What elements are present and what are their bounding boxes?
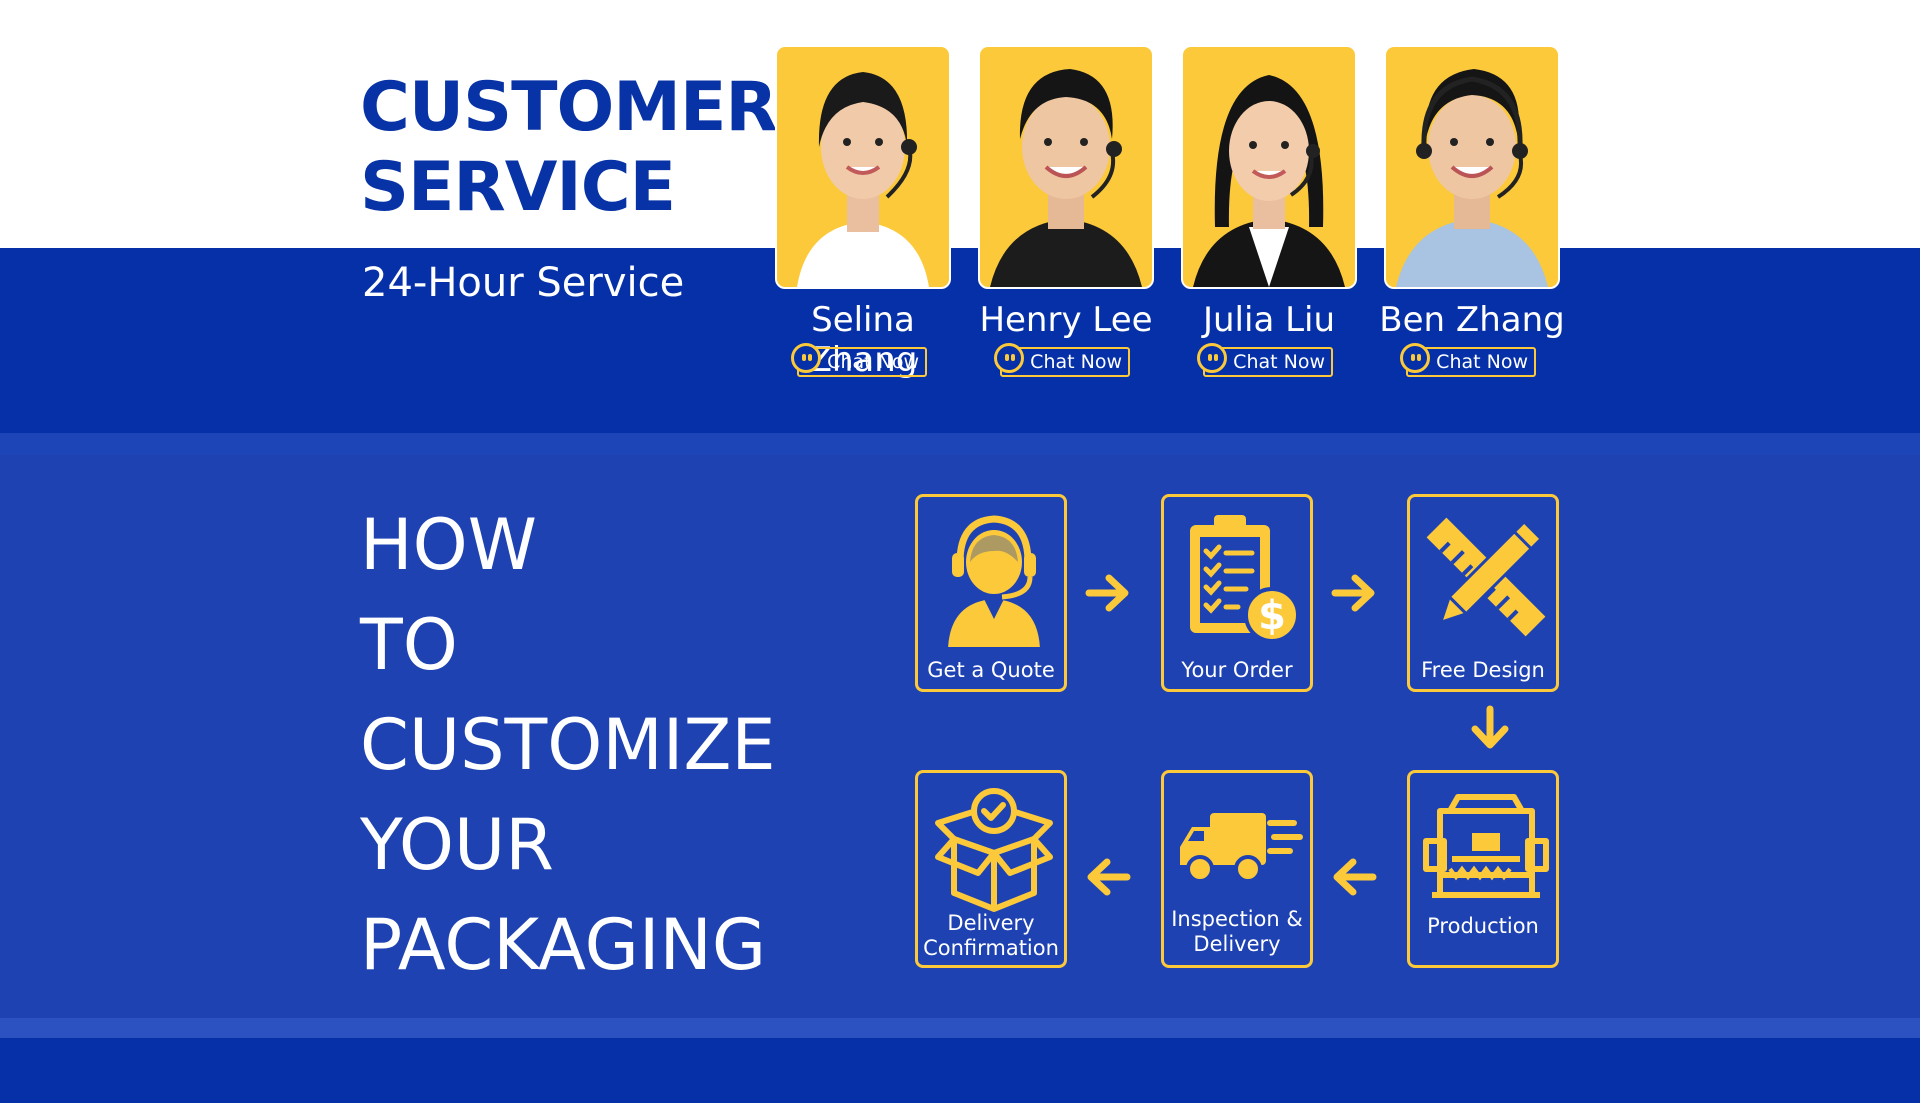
step-label: Free Design — [1421, 658, 1545, 682]
chat-now-button[interactable]: Chat Now — [1197, 343, 1333, 377]
chat-now-label: Chat Now — [1030, 351, 1122, 373]
chat-now-label: Chat Now — [1436, 351, 1528, 373]
arrow-down-icon — [1471, 705, 1509, 749]
chat-now-label: Chat Now — [827, 351, 919, 373]
heading-line: PACKAGING — [360, 904, 767, 986]
heading-line: YOUR — [360, 804, 554, 886]
chat-bubble-icon — [791, 343, 821, 373]
heading-line: TO — [360, 604, 458, 686]
heading-line: CUSTOMIZE — [360, 704, 776, 786]
chat-now-button[interactable]: Chat Now — [1400, 343, 1536, 377]
customer-service-title: CUSTOMER SERVICE — [360, 68, 780, 228]
svg-text:$: $ — [1258, 593, 1286, 639]
step-delivery-confirmation: Delivery Confirmation — [915, 770, 1067, 968]
agent-photo — [1181, 45, 1357, 289]
agent-name: Selina Zhang — [808, 300, 918, 380]
step-inspection-delivery: Inspection & Delivery — [1161, 770, 1313, 968]
step-free-design: Free Design — [1407, 494, 1559, 692]
step-label: Inspection & Delivery — [1164, 907, 1310, 957]
agent-name: Ben Zhang — [1379, 300, 1565, 340]
clipboard-dollar-icon: $ — [1190, 515, 1300, 643]
box-check-icon — [935, 788, 1053, 912]
chat-now-label: Chat Now — [1233, 351, 1325, 373]
chat-bubble-icon — [1197, 343, 1227, 373]
customer-service-band — [0, 248, 1920, 433]
chat-now-button[interactable]: Chat Now — [994, 343, 1130, 377]
step-label-line: Delivery — [947, 911, 1035, 935]
agent-card-henry: Henry Lee Chat Now — [978, 45, 1154, 377]
pencil-ruler-icon — [1426, 517, 1546, 637]
title-line-1: CUSTOMER — [360, 68, 778, 147]
step-label-line: Inspection & — [1171, 907, 1303, 931]
agent-photo — [978, 45, 1154, 289]
step-label-line: Confirmation — [923, 936, 1059, 960]
arrow-right-icon — [1331, 574, 1375, 612]
chat-bubble-icon — [994, 343, 1024, 373]
step-label: Production — [1427, 914, 1539, 938]
arrow-left-icon — [1087, 858, 1131, 896]
headset-agent-icon — [948, 515, 1040, 647]
footer-band — [0, 1038, 1920, 1103]
agent-card-ben: Ben Zhang Chat Now — [1379, 45, 1565, 377]
how-to-customize-heading: HOW TO CUSTOMIZE YOUR PACKAGING — [360, 495, 776, 995]
agent-name: Henry Lee — [979, 300, 1153, 340]
step-label: Your Order — [1181, 658, 1293, 682]
band-divider-bottom — [0, 1018, 1920, 1038]
arrow-right-icon — [1085, 574, 1129, 612]
step-your-order: $ Your Order — [1161, 494, 1313, 692]
step-production: Production — [1407, 770, 1559, 968]
agent-name: Julia Liu — [1202, 300, 1336, 340]
arrow-left-icon — [1333, 858, 1377, 896]
machine-icon — [1423, 794, 1549, 898]
band-divider — [0, 433, 1920, 455]
heading-line: HOW — [360, 504, 537, 586]
step-label: Delivery Confirmation — [918, 911, 1064, 961]
step-label-line: Delivery — [1193, 932, 1281, 956]
chat-bubble-icon — [1400, 343, 1430, 373]
chat-now-button[interactable]: Chat Now — [791, 343, 927, 377]
agent-card-selina: Selina Zhang Chat Now — [775, 45, 951, 380]
step-label: Get a Quote — [927, 658, 1055, 682]
title-line-2: SERVICE — [360, 148, 676, 227]
service-hours-subtitle: 24-Hour Service — [362, 260, 685, 306]
truck-icon — [1180, 813, 1303, 883]
agent-photo — [1384, 45, 1560, 289]
step-get-a-quote: Get a Quote — [915, 494, 1067, 692]
agent-photo — [775, 45, 951, 289]
agent-card-julia: Julia Liu Chat Now — [1181, 45, 1357, 377]
